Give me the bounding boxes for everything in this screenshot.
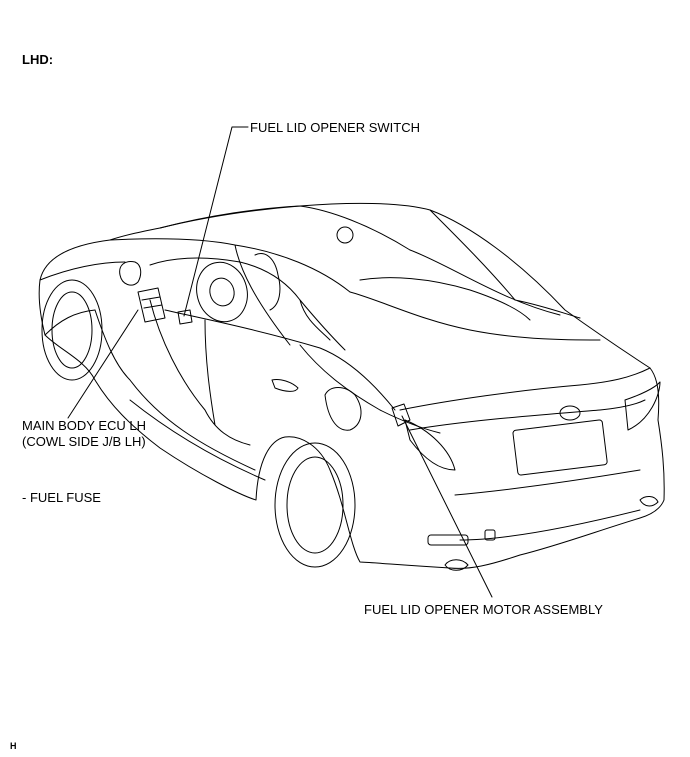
license-plate	[512, 419, 608, 476]
hood-line	[39, 261, 126, 336]
car-body-outline	[38, 202, 665, 569]
dashboard	[149, 257, 346, 351]
rear-wheel	[274, 442, 356, 568]
main-body-ecu	[137, 287, 166, 323]
door-handle-front	[271, 379, 299, 392]
sill-line	[129, 399, 266, 481]
harness	[164, 309, 396, 411]
fuel-lid-opener-switch-part	[177, 309, 193, 325]
steering-wheel	[196, 261, 248, 323]
leader-fuel-lid-opener-motor	[401, 415, 493, 598]
leader-main-body-ecu	[67, 309, 139, 419]
roof-line	[159, 205, 516, 301]
exhaust-pipe	[444, 496, 659, 571]
front-door	[149, 299, 251, 446]
cowl-side-jb-label: (COWL SIDE J/B LH)	[22, 434, 146, 449]
fuel-lid	[324, 387, 362, 431]
main-body-ecu-label: MAIN BODY ECU LH	[22, 418, 147, 433]
seat-front	[254, 253, 331, 341]
rear-wheel-rim	[286, 456, 344, 554]
tail-light-left	[404, 419, 456, 471]
emblem	[559, 405, 581, 421]
steering-hub	[209, 277, 235, 307]
fuel-lid-opener-switch-label: FUEL LID OPENER SWITCH	[250, 120, 420, 135]
side-mirror	[119, 261, 142, 286]
rear-door	[299, 344, 441, 434]
front-wheel	[41, 279, 103, 381]
rear-seat	[359, 277, 531, 321]
rear-reflector	[427, 534, 469, 546]
fuel-lid-opener-motor-label: FUEL LID OPENER MOTOR ASSEMBLY	[364, 602, 603, 617]
front-wheel-rim	[51, 291, 93, 369]
rear-bumper	[454, 469, 641, 541]
front-fender-line	[94, 309, 256, 471]
tail-light-right	[624, 381, 661, 431]
rear-sensor	[484, 529, 496, 541]
trunk-lid	[399, 367, 651, 431]
fuel-fuse-label: - FUEL FUSE	[22, 490, 101, 505]
leader-fuel-lid-opener-switch	[183, 126, 249, 317]
fuel-lid-opener-motor-part	[391, 403, 411, 427]
windshield	[109, 238, 351, 346]
headrest	[336, 226, 354, 244]
figure-code: H	[10, 741, 17, 751]
rear-window	[349, 249, 601, 341]
region-label: LHD:	[22, 52, 54, 67]
